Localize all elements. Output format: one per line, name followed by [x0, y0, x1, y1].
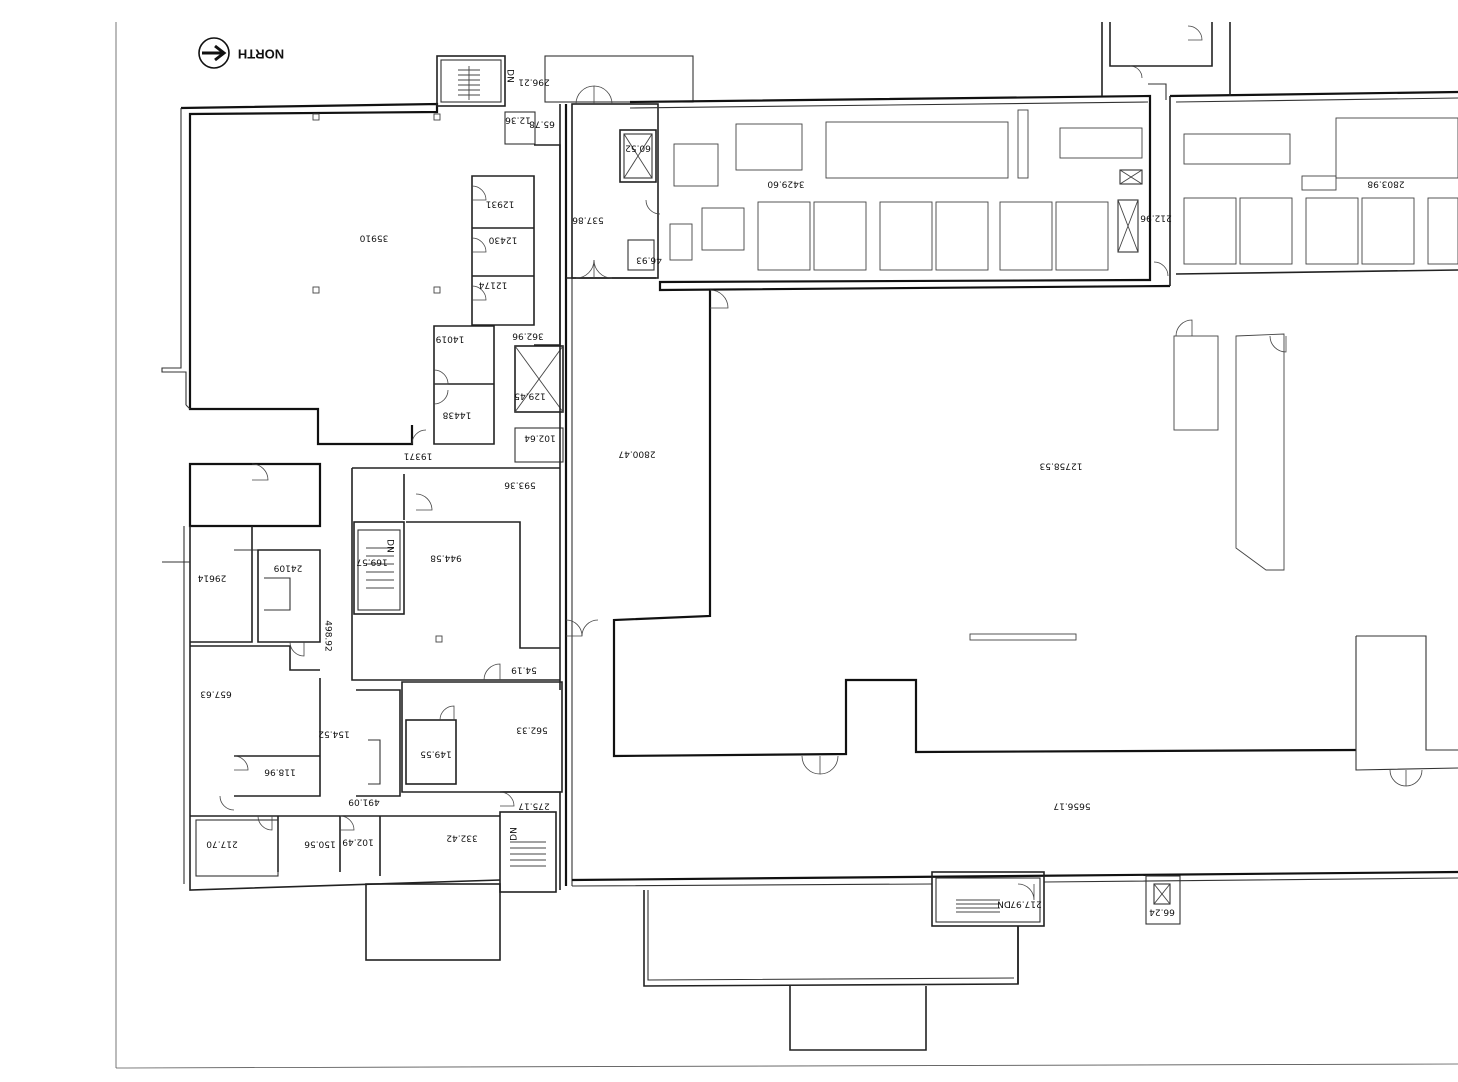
sheet-border	[115, 22, 1458, 1069]
room-label: 14438	[442, 410, 471, 420]
north-label: NORTH	[238, 47, 284, 62]
room-label: 362.96	[512, 331, 544, 341]
stair-down-label: DN	[505, 69, 515, 83]
room-label: 12931	[486, 199, 515, 209]
room-label: 212.96	[1140, 213, 1172, 223]
room-label: 35910	[359, 233, 388, 243]
stair-down-label: DN	[510, 827, 520, 841]
room-label: 14019	[435, 334, 464, 344]
high-bay	[612, 290, 1458, 771]
room-label: 562.33	[516, 725, 548, 735]
vestibule-north	[571, 103, 659, 279]
lab-benches-1	[757, 201, 1109, 271]
north-annex	[1101, 22, 1231, 100]
lab-bay-1	[629, 94, 1171, 292]
lab-benches-2	[1183, 197, 1458, 265]
room-label: 296.21	[518, 77, 550, 87]
room-label: 24109	[273, 563, 302, 573]
room-large-storage	[161, 102, 441, 446]
room-label: 12.36	[505, 115, 531, 125]
room-label: 66.24	[1149, 907, 1175, 917]
room-labels: 35910 12931 12430 12174 14019 14438 1937…	[197, 69, 1404, 916]
room-label: 2803.98	[1367, 179, 1404, 189]
lab-bay-2	[1169, 90, 1458, 286]
stair-down-label: DN	[385, 539, 395, 553]
room-label: 12174	[478, 280, 507, 290]
room-label: 169.57	[356, 557, 388, 567]
room-label: 491.09	[348, 797, 380, 807]
room-label: 537.86	[572, 215, 604, 225]
room-label: 102.64	[524, 433, 556, 443]
room-label: 217.97	[1010, 899, 1042, 909]
stair-south	[931, 871, 1181, 927]
office-column	[433, 144, 564, 463]
room-label: 12758.53	[1040, 461, 1083, 471]
room-label: 54.19	[511, 665, 537, 675]
room-label: 29614	[197, 573, 226, 583]
south-yard	[643, 890, 1019, 1051]
room-label: 332.42	[446, 833, 478, 843]
left-lower-wing	[162, 462, 563, 961]
room-label: 46.93	[636, 255, 662, 265]
room-label: 944.58	[430, 553, 462, 563]
door-swings	[219, 25, 1423, 901]
stair-north-west	[436, 55, 694, 145]
room-label: 275.17	[518, 801, 550, 811]
room-label: 2800.47	[618, 449, 655, 459]
room-label: 3429.60	[767, 179, 804, 189]
room-label: 60.52	[625, 143, 651, 153]
room-label: 12430	[488, 235, 517, 245]
room-label: 149.55	[420, 749, 452, 759]
room-label: 102.49	[342, 837, 374, 847]
room-label: 150.56	[304, 839, 336, 849]
north-arrow: NORTH	[198, 37, 284, 69]
south-wall	[571, 870, 1458, 887]
room-label: 498.92	[323, 620, 333, 652]
room-label: 217.70	[206, 839, 238, 849]
room-label: 118.96	[264, 767, 296, 777]
room-label: 129.45	[514, 391, 546, 401]
room-label: 154.52	[318, 729, 350, 739]
room-label: 19371	[404, 451, 433, 461]
room-label: 657.63	[200, 689, 232, 699]
stair-down-label: DN	[997, 899, 1011, 909]
room-label: 65.78	[529, 119, 555, 129]
room-label: 5656.17	[1053, 801, 1090, 811]
room-label: 593.36	[504, 480, 536, 490]
